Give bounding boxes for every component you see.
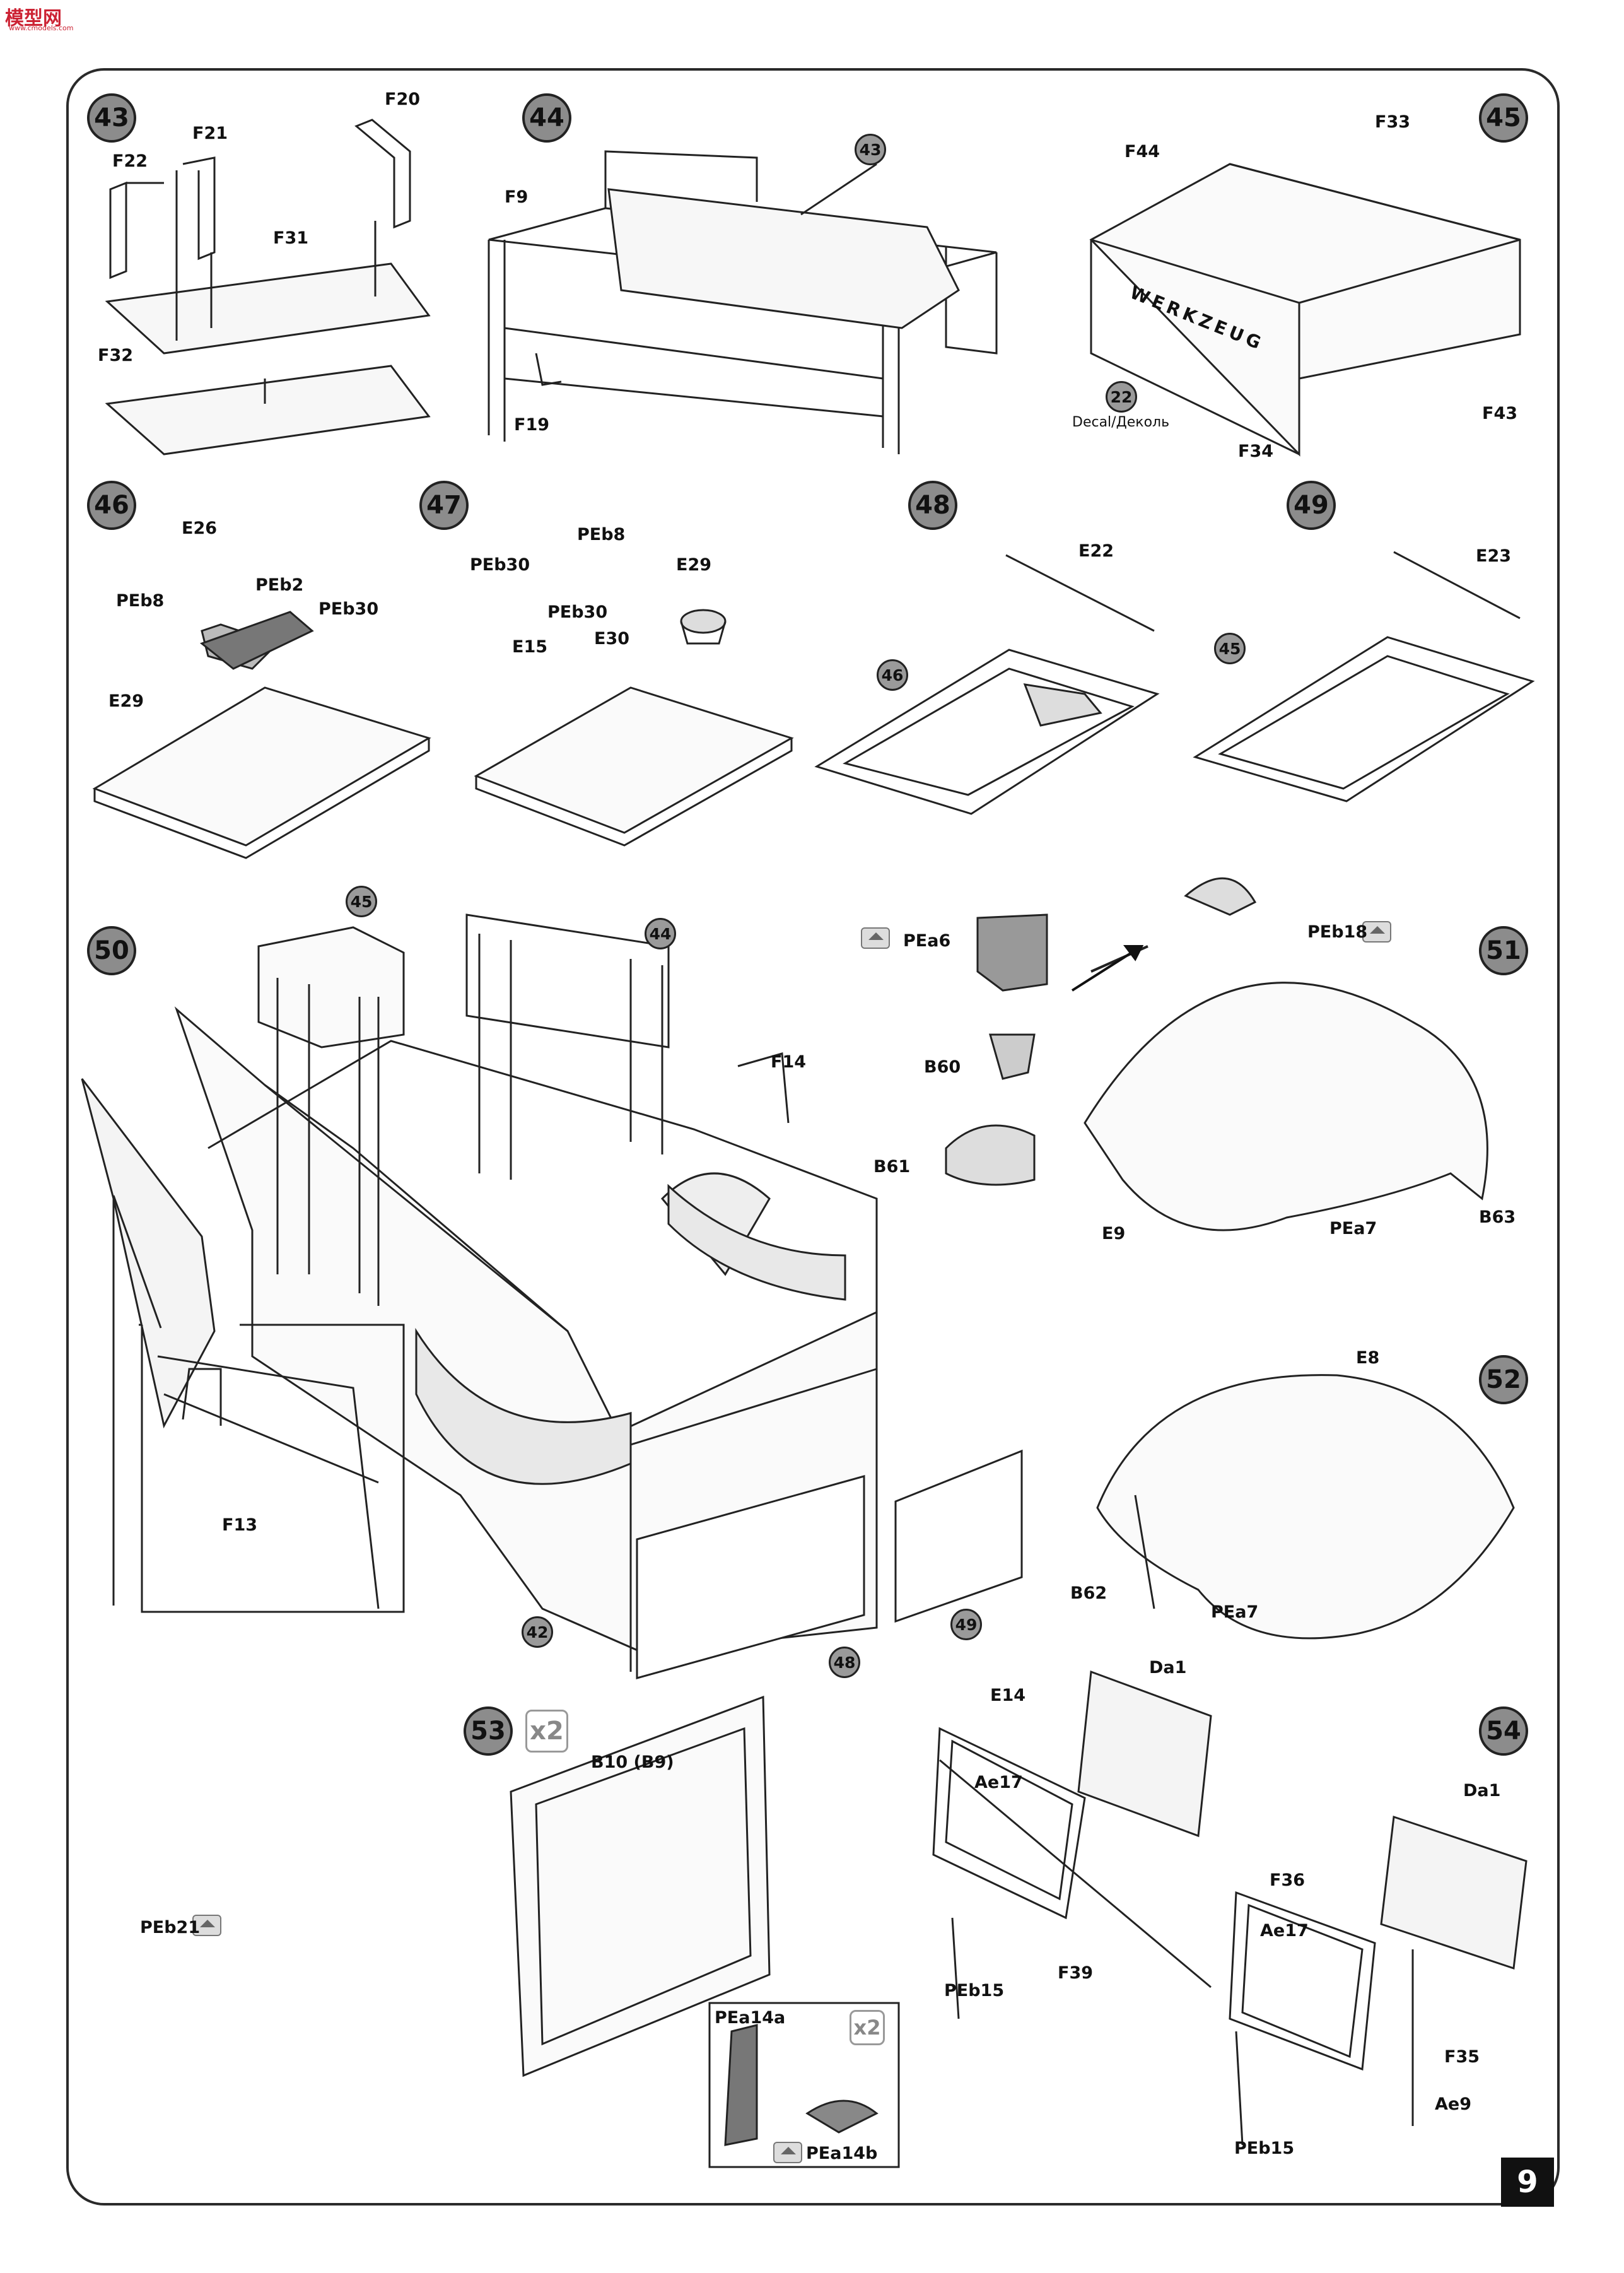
part-label: B61 bbox=[873, 1157, 911, 1177]
photo-etch-icon bbox=[192, 1915, 221, 1936]
part-label: PEb18 bbox=[1307, 922, 1368, 942]
part-label: F22 bbox=[112, 151, 148, 171]
part-label: B60 bbox=[924, 1057, 961, 1077]
part-label: F21 bbox=[192, 124, 228, 143]
ref-subassembly-49: 49 bbox=[950, 1609, 982, 1640]
part-label: E9 bbox=[1102, 1224, 1126, 1243]
photo-etch-icon bbox=[1362, 921, 1391, 943]
part-label: F14 bbox=[771, 1052, 807, 1072]
step-number-47: 47 bbox=[419, 481, 469, 530]
part-label: PEb2 bbox=[255, 575, 304, 595]
ref-subassembly-45: 45 bbox=[1214, 633, 1246, 664]
step-number-49: 49 bbox=[1287, 481, 1336, 530]
ref-decal-22: 22 bbox=[1106, 381, 1137, 413]
part-label: E22 bbox=[1078, 541, 1114, 561]
part-label: Ae17 bbox=[1260, 1921, 1309, 1941]
part-label: Da1 bbox=[1149, 1658, 1187, 1677]
part-label: Ae17 bbox=[974, 1773, 1023, 1792]
site-watermark-url: www.cmodels.com bbox=[9, 24, 74, 32]
part-label: PEb8 bbox=[116, 591, 165, 611]
part-label: PEa14a bbox=[715, 2008, 786, 2028]
part-label: F32 bbox=[98, 346, 134, 365]
photo-etch-icon bbox=[773, 2142, 802, 2163]
step-number-46: 46 bbox=[87, 481, 136, 530]
part-label: PEa14b bbox=[806, 2144, 878, 2163]
photo-etch-icon bbox=[861, 927, 890, 949]
ref-subassembly-42: 42 bbox=[522, 1616, 553, 1648]
step-number-48: 48 bbox=[908, 481, 957, 530]
part-label: PEa6 bbox=[903, 931, 951, 951]
decal-caption: Decal/Деколь bbox=[1072, 414, 1170, 430]
part-label: F34 bbox=[1238, 442, 1274, 461]
repeat-x2-badge: x2 bbox=[525, 1710, 568, 1753]
part-label: PEb8 bbox=[577, 525, 626, 544]
part-label: F43 bbox=[1482, 404, 1518, 423]
step-number-54: 54 bbox=[1479, 1706, 1528, 1756]
step-number-50: 50 bbox=[87, 926, 136, 975]
part-label: E26 bbox=[182, 519, 218, 538]
part-label: E30 bbox=[594, 629, 630, 649]
part-label: PEb30 bbox=[318, 599, 379, 619]
ref-subassembly-44: 44 bbox=[645, 918, 676, 949]
part-label: F39 bbox=[1058, 1963, 1094, 1983]
ref-subassembly-45: 45 bbox=[346, 886, 377, 917]
part-label: E15 bbox=[512, 637, 548, 657]
part-label: F44 bbox=[1125, 142, 1160, 162]
part-label: F36 bbox=[1270, 1871, 1306, 1890]
part-label: PEa7 bbox=[1329, 1219, 1377, 1238]
part-label: F9 bbox=[505, 187, 529, 207]
repeat-x2-badge: x2 bbox=[850, 2010, 885, 2045]
part-label: Da1 bbox=[1463, 1781, 1501, 1800]
part-label: Ae9 bbox=[1435, 2094, 1471, 2114]
part-label: PEb15 bbox=[944, 1981, 1005, 2000]
site-watermark-logo: 模型网 bbox=[5, 8, 62, 30]
page-number: 9 bbox=[1501, 2158, 1554, 2207]
part-label: F20 bbox=[385, 90, 421, 109]
part-label: PEb30 bbox=[547, 602, 608, 622]
part-label: F31 bbox=[273, 228, 309, 248]
step-number-44: 44 bbox=[522, 93, 571, 143]
part-label: E29 bbox=[676, 555, 712, 575]
part-label: B10 (B9) bbox=[591, 1753, 674, 1772]
ref-subassembly-43: 43 bbox=[855, 134, 886, 165]
part-label: E8 bbox=[1356, 1348, 1380, 1368]
step-number-51: 51 bbox=[1479, 926, 1528, 975]
step-number-45: 45 bbox=[1479, 93, 1528, 143]
part-label: B63 bbox=[1479, 1207, 1516, 1227]
part-label: PEb21 bbox=[140, 1918, 201, 1937]
part-label: F35 bbox=[1444, 2047, 1480, 2067]
ref-subassembly-46: 46 bbox=[877, 659, 908, 691]
part-label: E14 bbox=[990, 1686, 1026, 1705]
step-number-52: 52 bbox=[1479, 1355, 1528, 1404]
step-number-43: 43 bbox=[87, 93, 136, 143]
part-label: B62 bbox=[1070, 1583, 1107, 1603]
step-number-53: 53 bbox=[464, 1706, 513, 1756]
part-label: F19 bbox=[514, 415, 550, 435]
part-label: E29 bbox=[108, 691, 144, 711]
part-label: E23 bbox=[1476, 546, 1512, 566]
part-label: PEb15 bbox=[1234, 2139, 1295, 2158]
ref-subassembly-48: 48 bbox=[829, 1647, 860, 1678]
part-label: F33 bbox=[1375, 112, 1411, 132]
part-label: F13 bbox=[222, 1515, 258, 1535]
part-label: PEb30 bbox=[470, 555, 530, 575]
part-label: PEa7 bbox=[1211, 1602, 1259, 1622]
